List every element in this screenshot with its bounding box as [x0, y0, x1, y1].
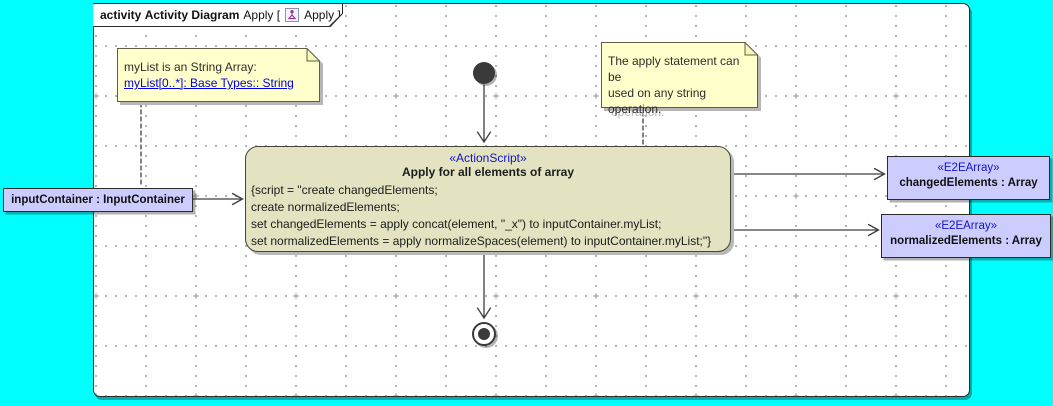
action-script-line: set normalizedElements = apply normalize…: [251, 234, 712, 248]
note-mylist-text: myList is an String Array:: [124, 60, 257, 74]
action-node-apply[interactable]: «ActionScript» Apply for all elements of…: [245, 146, 731, 252]
action-stereotype: «ActionScript»: [449, 151, 527, 165]
frame-ref-open: Apply [: [243, 8, 281, 22]
action-script-line: create normalizedElements;: [251, 200, 400, 214]
note-apply-text-line: used on any string: [608, 86, 707, 100]
object-node-normalized-elements[interactable]: «E2EArray» normalizedElements : Array: [881, 214, 1051, 258]
object-node-changed-elements[interactable]: «E2EArray» changedElements : Array: [887, 156, 1050, 200]
object-label: inputContainer : InputContainer: [11, 194, 185, 206]
note-fold-corner-icon: [306, 48, 320, 62]
object-node-input-container[interactable]: inputContainer : InputContainer: [3, 188, 193, 212]
activity-diagram-icon: [285, 8, 300, 22]
frame-ref-close: Apply ]: [304, 8, 341, 22]
action-script-line: {script = "create changedElements;: [251, 183, 438, 197]
object-label: changedElements : Array: [899, 177, 1038, 189]
action-script-line: set changedElements = apply concat(eleme…: [251, 217, 662, 231]
action-name: Apply for all elements of array: [401, 165, 575, 179]
note-apply[interactable]: The apply statement can be used on any s…: [601, 42, 758, 116]
activity-final-node[interactable]: [472, 322, 496, 346]
note-fold-corner-icon: [744, 42, 758, 56]
note-apply-text-line: The apply statement can be: [608, 54, 740, 84]
note-mylist[interactable]: myList is an String Array: myList[0..*]:…: [117, 48, 320, 102]
note-apply-text-line: operation.: [608, 102, 662, 116]
object-stereotype: «E2EArray»: [934, 220, 997, 232]
frame-header: activity Activity Diagram Apply [ Apply …: [93, 3, 343, 27]
frame-title: Activity Diagram: [144, 8, 240, 22]
note-mylist-attribute-link[interactable]: myList[0..*]: Base Types:: String: [124, 76, 294, 90]
frame-keyword: activity: [100, 8, 142, 22]
initial-node[interactable]: [473, 62, 495, 84]
object-label: normalizedElements : Array: [890, 235, 1042, 247]
activity-final-inner-dot: [478, 328, 490, 340]
frame-keyword-and-title: activity Activity Diagram: [100, 8, 239, 22]
object-stereotype: «E2EArray»: [937, 162, 1000, 174]
action-script-block: {script = "create changedElements; creat…: [246, 182, 730, 250]
